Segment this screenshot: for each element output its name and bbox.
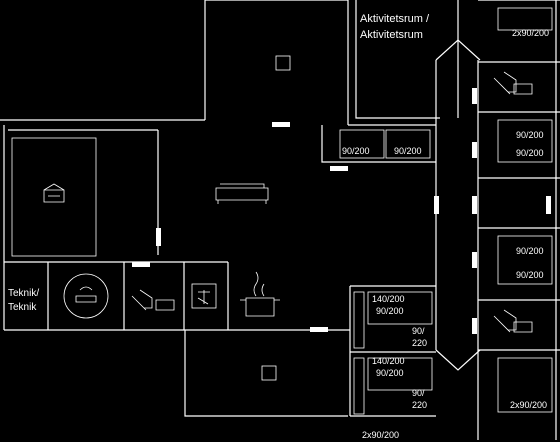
door-right-2 [472,142,477,158]
door-service [132,262,150,267]
service-room-walls [123,261,229,330]
top-room-wall [204,0,349,125]
toilet-icon [493,71,533,95]
corridor-top-angle [435,39,481,61]
bed-size-label: 2x90/200 [510,400,547,410]
bed-size-label: 90/200 [342,146,370,156]
shower-icon [191,283,217,309]
door-left [156,228,161,246]
bed-size-label: 90/200 [516,148,544,158]
bed-size-label: 220 [412,400,427,410]
tech-room-label: Teknik/ [8,288,39,299]
door-corridor-left [434,196,439,214]
tech-room-sublabel: Teknik [8,302,37,313]
bed-size-label: 90/200 [394,146,422,156]
door-hall [330,166,348,171]
main-hall-top-wall [0,119,436,126]
bed-frame [339,129,385,159]
door-right-4 [472,318,477,334]
hall-bed-walls [321,125,436,163]
spa-icon [63,273,109,319]
cooking-pot-icon [240,271,280,317]
door-right-1 [472,88,477,104]
door-right-mid [472,196,477,214]
bed-size-label: 90/200 [376,306,404,316]
toilet-icon [131,289,175,311]
bed-size-label: 90/200 [516,270,544,280]
door-outer-right [546,196,551,214]
bed-frame [497,119,553,163]
door-top [272,122,290,127]
bed-size-label: 2x90/200 [512,28,549,38]
left-wall [3,125,124,331]
bed-size-label: 90/ [412,326,425,336]
footer-bed-label: 2x90/200 [362,430,399,440]
bed-size-label: 140/200 [372,294,405,304]
mid-bedroom-walls [349,285,436,417]
bed-frame [353,291,365,349]
sauna-icon [11,137,97,257]
bed-frames [339,7,553,415]
window-mark-top [275,55,291,71]
doors [132,88,551,334]
bed-size-label: 220 [412,338,427,348]
corridor-bottom-angle [435,349,481,371]
tech-room-walls [4,261,124,330]
bed-size-label: 90/200 [376,368,404,378]
bottom-room-wall [184,330,348,417]
bed-frame [497,7,553,31]
bed-size-label: 90/ [412,388,425,398]
activity-room-label: Aktivitetsrum / [360,13,430,25]
toilet-icon [493,309,533,333]
bed-frame [367,291,433,325]
bed-frame [367,357,433,391]
sofa-icon [215,183,269,204]
activity-room-sublabel: Aktivitetsrum [360,29,423,41]
bed-frame [497,235,553,285]
bed-size-label: 90/200 [516,130,544,140]
door-right-3 [472,252,477,268]
bed-size-label: 90/200 [516,246,544,256]
window-marks [261,55,291,381]
activity-room-wall [355,0,440,119]
window-mark-bottom [261,365,277,381]
bed-size-label: 140/200 [372,356,405,366]
bed-frame [497,357,553,413]
door-bottom [310,327,328,332]
right-rooms-walls [478,0,560,351]
bed-frame [385,129,431,159]
bed-frame [353,357,365,415]
inner-room-wall [8,129,159,255]
